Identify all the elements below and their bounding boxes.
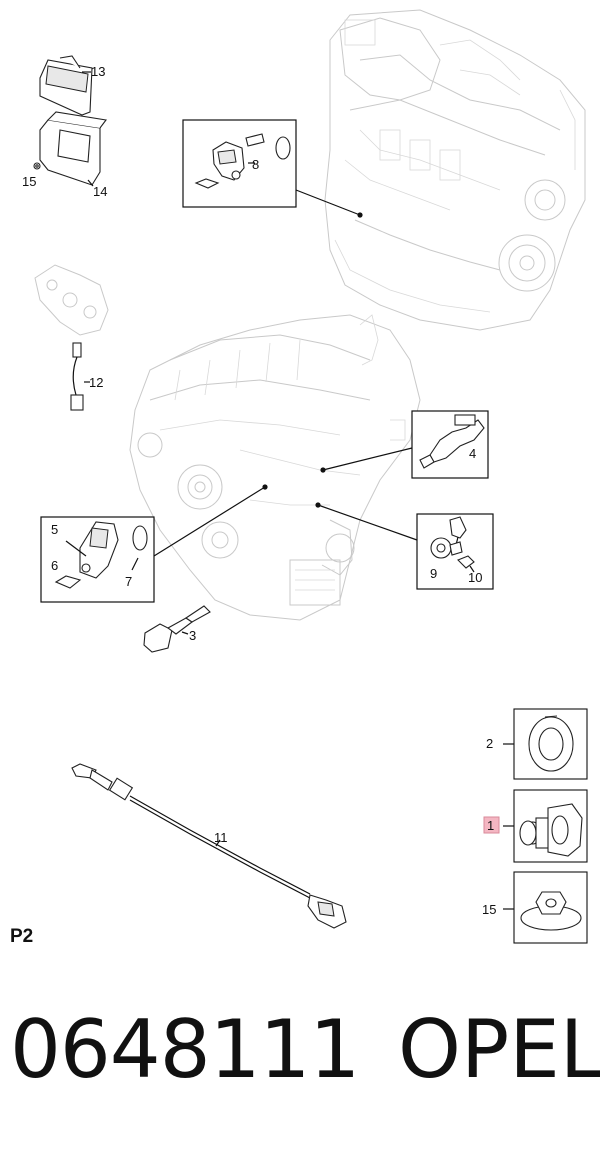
leader-5-dot [262,484,268,490]
part-number: 0648111 [10,1003,360,1096]
part-13-ecu [39,55,93,116]
highlight-callout-1 [483,816,500,834]
callout-10-label: 10 [468,570,482,585]
callout-8-label: 8 [252,157,259,172]
detail-box-1 [503,789,588,863]
part-12-sensor [70,342,90,411]
callout-6-label: 6 [51,558,58,573]
exhaust-gasket-illustration [34,264,109,336]
callout-14-label: 14 [93,184,107,199]
callout-15-label: 15 [482,902,496,917]
leader-5 [153,486,266,557]
page-label: P2 [10,926,34,947]
callout-box-8 [182,119,297,208]
lower-engine-illustration [129,314,421,621]
detail-box-15 [503,871,588,944]
leader-4-dot [320,467,326,473]
part-11-oxygen-sensor [71,763,347,929]
callout-5-label: 5 [51,522,58,537]
callout-1-label: 1 [487,818,494,833]
callout-2-label: 2 [486,736,493,751]
callout-4-label: 4 [469,446,476,461]
leader-9-dot [315,502,321,508]
upper-engine-illustration [324,9,586,331]
leader-8 [295,189,361,216]
callout-3-label: 3 [189,628,196,643]
leader-8-dot [357,212,363,218]
part-15-nut-small [33,162,41,170]
callout-7-label: 7 [125,574,132,589]
callout-11-label: 11 [214,830,228,845]
callout-15-label-small: 15 [22,174,36,189]
callout-box-5-6-7 [40,516,155,603]
callout-box-9-10 [416,513,494,590]
callout-9-label: 9 [430,566,437,581]
footer: 0648111 OPEL [0,1004,600,1114]
callout-box-4 [411,410,489,479]
callout-12-label: 12 [89,375,103,390]
leader-9 [317,504,418,541]
brand-name: OPEL [398,1003,600,1096]
leader-4 [322,447,413,471]
part-3-sensor [143,605,211,653]
callout-13-label: 13 [91,64,105,79]
part-14-ecu-bracket [39,111,107,187]
detail-box-2 [503,708,588,780]
